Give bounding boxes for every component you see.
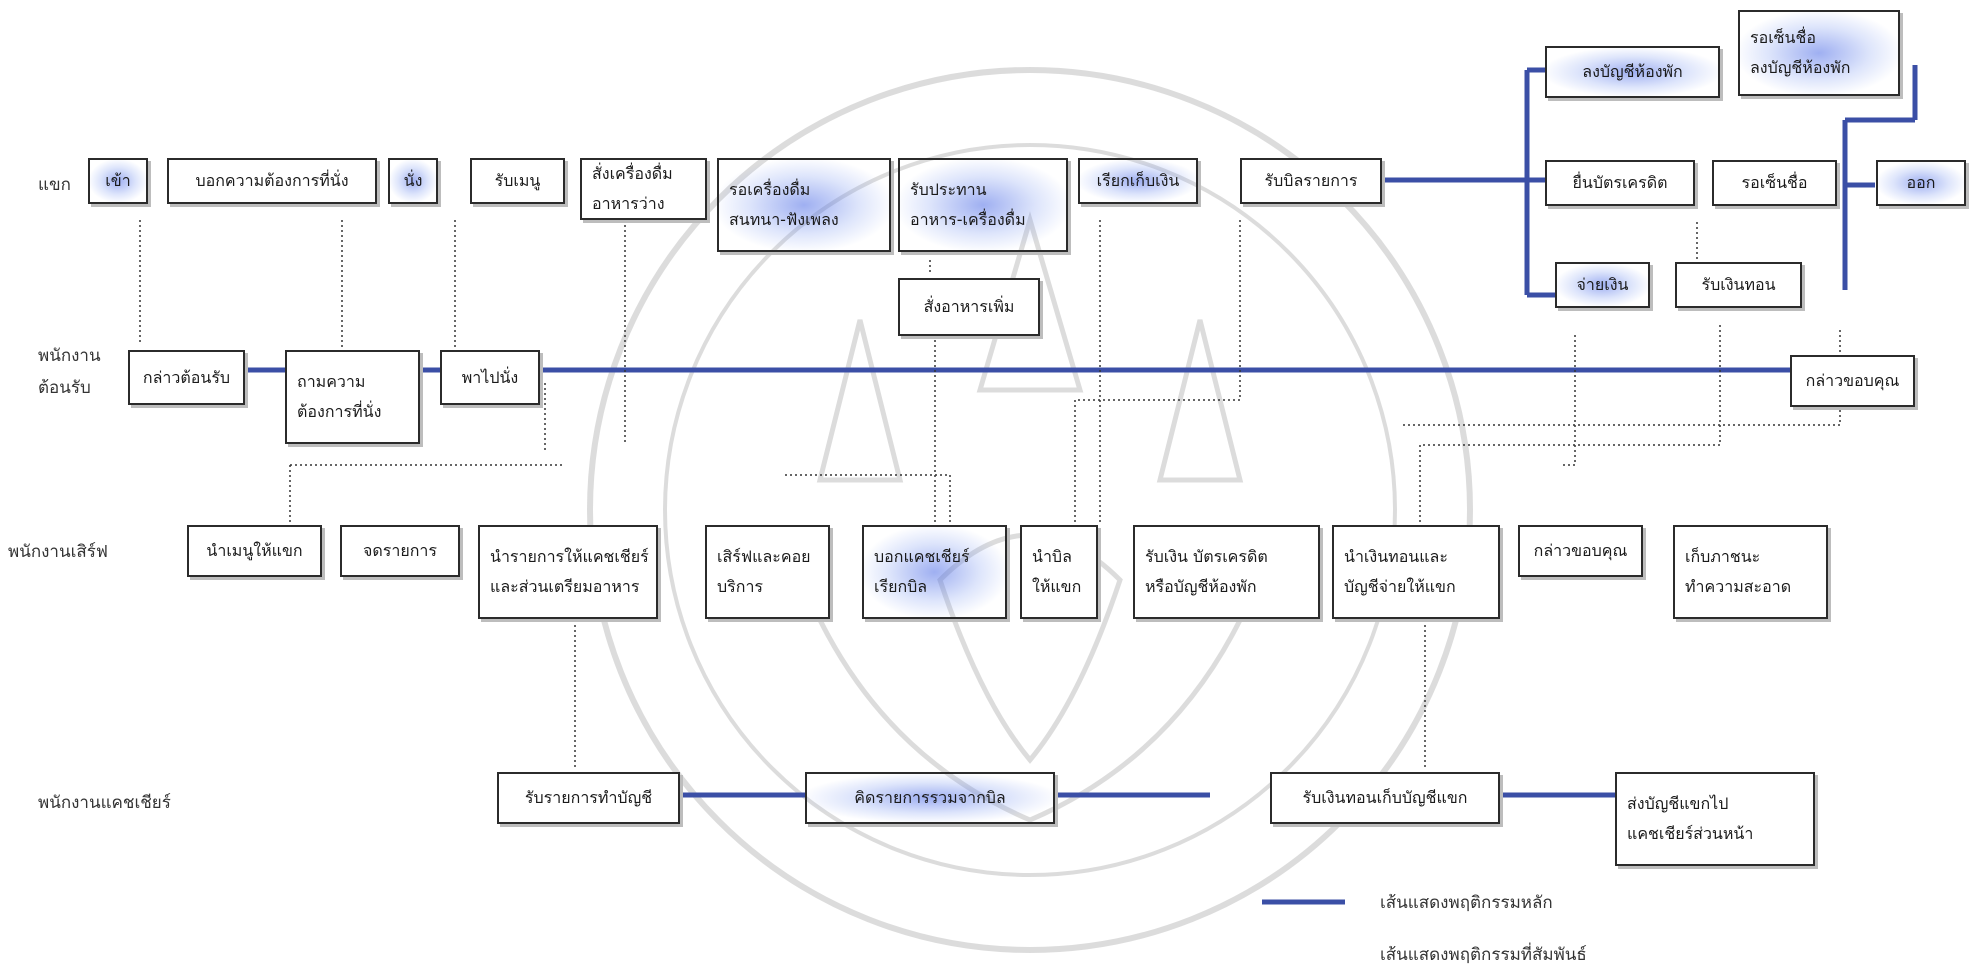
step-guest-sit: นั่ง	[388, 158, 438, 204]
step-guest-wait-sign-room: รอเซ็นชื่อลงบัญชีห้องพัก	[1738, 10, 1900, 96]
step-guest-eat: รับประทานอาหาร-เครื่องดื่ม	[898, 158, 1068, 252]
lane-label-receptionist: พนักงาน ต้อนรับ	[38, 340, 101, 404]
legend-main-label: เส้นแสดงพฤติกรรมหลัก	[1380, 889, 1553, 916]
step-server-tell-cashier: บอกแคชเชียร์เรียกบิล	[862, 525, 1007, 619]
step-guest-pay: จ่ายเงิน	[1555, 262, 1650, 308]
lane-label-receptionist-line1: พนักงาน	[38, 340, 101, 372]
step-server-return-change: นำเงินทอนและบัญชีจ่ายให้แขก	[1332, 525, 1500, 619]
step-server-bring-order: นำรายการให้แคชเชียร์และส่วนเตรียมอาหาร	[478, 525, 658, 619]
step-guest-receive-bill: รับบิลรายการ	[1240, 158, 1382, 204]
lane-label-server: พนักงานเสิร์ฟ	[8, 535, 108, 569]
step-guest-order-more: สั่งอาหารเพิ่ม	[898, 278, 1040, 336]
lane-label-receptionist-line2: ต้อนรับ	[38, 372, 101, 404]
step-reception-lead: พาไปนั่ง	[440, 350, 540, 405]
step-server-menu: นำเมนูให้แขก	[187, 525, 322, 577]
step-cashier-collect: รับเงินทอนเก็บบัญชีแขก	[1270, 772, 1500, 824]
step-cashier-receive-order: รับรายการทำบัญชี	[497, 772, 680, 824]
step-server-receive-payment: รับเงิน บัตรเครดิตหรือบัญชีห้องพัก	[1133, 525, 1320, 619]
step-guest-wait-sign: รอเซ็นชื่อ	[1712, 160, 1837, 206]
lane-label-guest: แขก	[38, 168, 71, 202]
step-guest-receive-menu: รับเมนู	[470, 158, 565, 204]
step-reception-thanks: กล่าวขอบคุณ	[1790, 355, 1915, 407]
step-guest-receive-change: รับเงินทอน	[1675, 262, 1802, 308]
step-reception-greet: กล่าวต้อนรับ	[128, 350, 245, 405]
step-guest-wait: รอเครื่องดื่มสนทนา-ฟังเพลง	[717, 158, 891, 252]
step-server-thanks: กล่าวขอบคุณ	[1518, 525, 1643, 577]
step-server-note-order: จดรายการ	[340, 525, 460, 577]
step-reception-ask-seat: ถามความต้องการที่นั่ง	[285, 350, 420, 444]
step-cashier-send-account: ส่งบัญชีแขกไปแคชเชียร์ส่วนหน้า	[1615, 772, 1815, 866]
lane-label-cashier: พนักงานแคชเชียร์	[38, 786, 171, 820]
step-server-bring-bill: นำบิลให้แขก	[1020, 525, 1098, 619]
step-server-serve: เสิร์ฟและคอยบริการ	[705, 525, 830, 619]
step-guest-order: สั่งเครื่องดื่มอาหารว่าง	[580, 158, 707, 220]
step-guest-call-bill: เรียกเก็บเงิน	[1078, 158, 1198, 204]
step-cashier-calc-bill: คิดรายการรวมจากบิล	[805, 772, 1055, 824]
step-guest-tell-seat: บอกความต้องการที่นั่ง	[167, 158, 377, 204]
step-guest-enter: เข้า	[88, 158, 148, 204]
step-guest-credit-card: ยื่นบัตรเครดิต	[1545, 160, 1695, 206]
step-server-clean: เก็บภาชนะทำความสะอาด	[1673, 525, 1828, 619]
legend-related-label: เส้นแสดงพฤติกรรมที่สัมพันธ์	[1380, 941, 1587, 968]
step-guest-exit: ออก	[1876, 160, 1966, 206]
step-guest-room-charge: ลงบัญชีห้องพัก	[1545, 46, 1720, 98]
